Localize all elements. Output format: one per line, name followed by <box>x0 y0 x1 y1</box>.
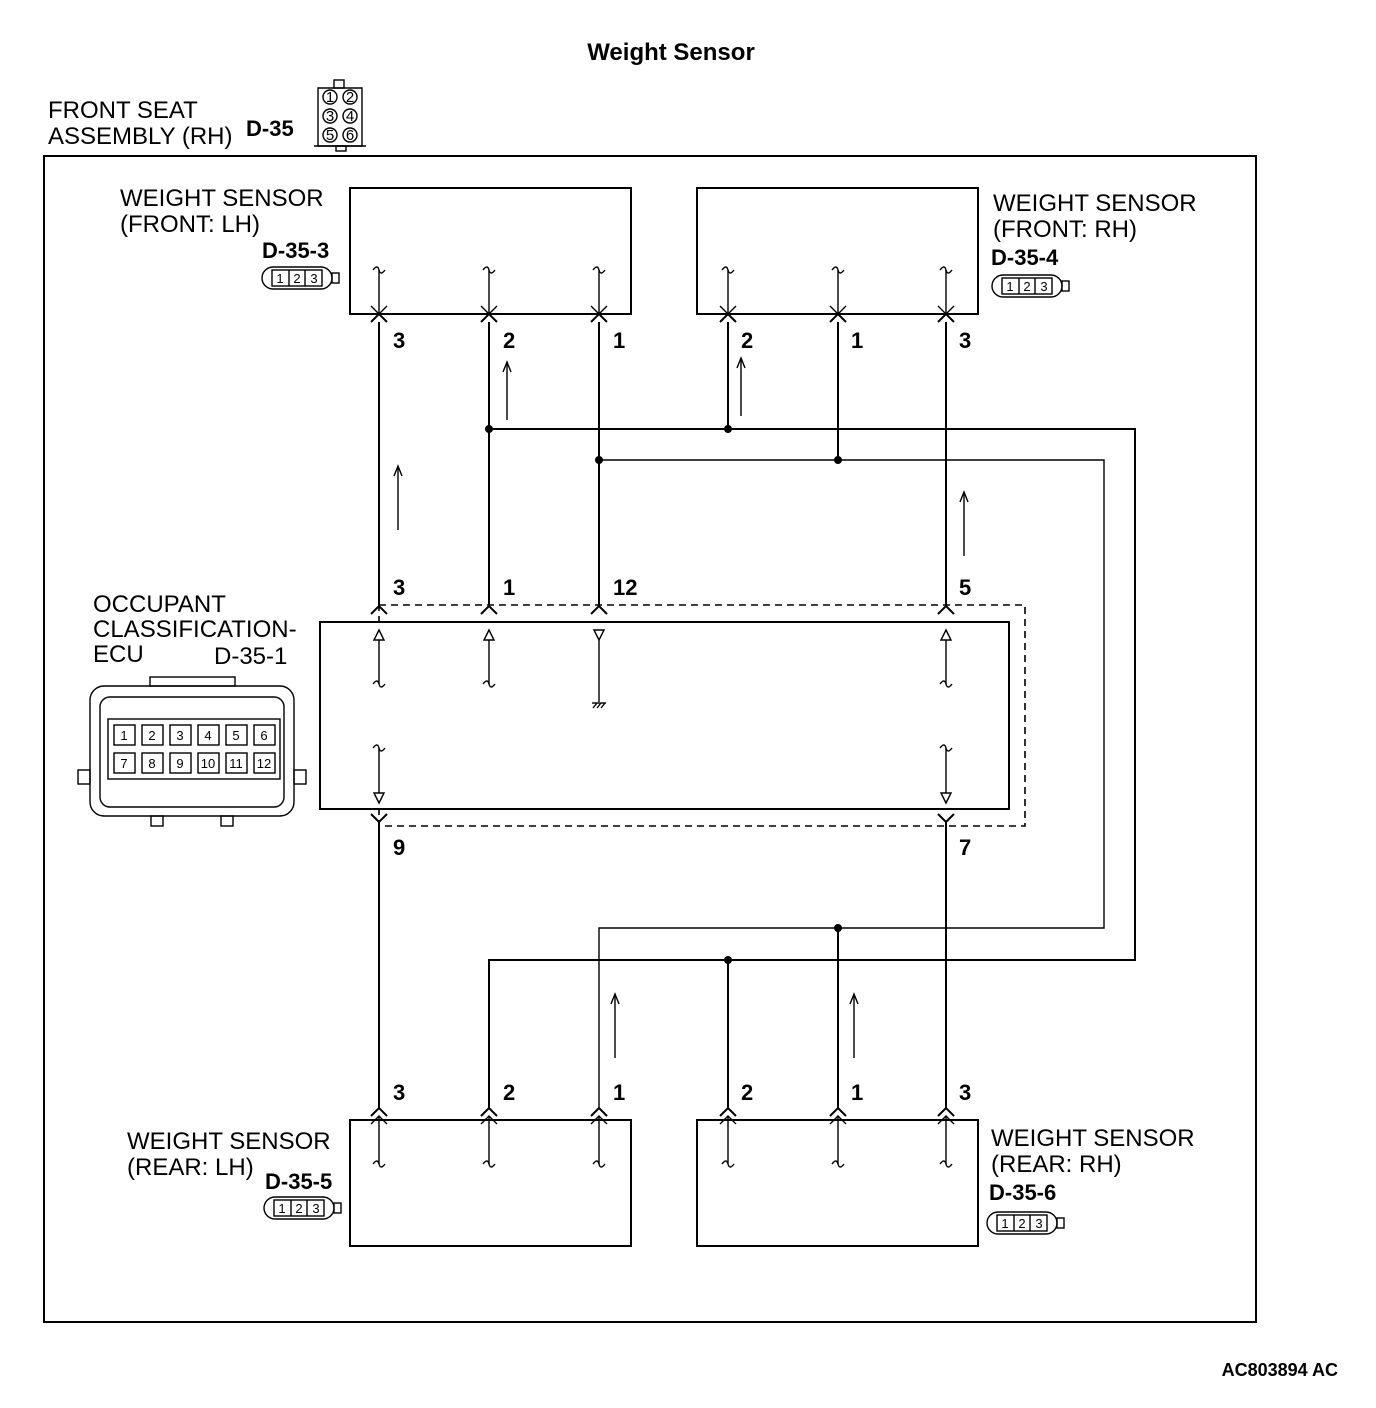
svg-text:12: 12 <box>257 756 271 771</box>
pin-label: 7 <box>959 835 971 860</box>
assembly-frame <box>43 155 1257 1323</box>
svg-text:4: 4 <box>204 728 211 743</box>
sensor-front-rh-label-1: WEIGHT SENSOR <box>993 190 1197 217</box>
svg-text:3: 3 <box>176 728 183 743</box>
pin-label: 3 <box>393 575 405 600</box>
sensor-rear-lh <box>349 1106 632 1247</box>
assembly-code: D-35 <box>246 116 294 141</box>
sensor-front-lh <box>349 187 632 323</box>
sensor-rear-lh-label-2: (REAR: LH) <box>127 1154 254 1181</box>
ecu-label-2: CLASSIFICATION- <box>93 616 297 643</box>
figure-reference: AC803894 AC <box>1222 1360 1338 1380</box>
ecu-block <box>319 604 1026 827</box>
sensor-front-lh-label-2: (FRONT: LH) <box>120 211 260 238</box>
assembly-pin: 2 <box>346 89 354 106</box>
svg-text:2: 2 <box>295 1201 302 1216</box>
svg-text:1: 1 <box>1001 1216 1008 1231</box>
pin-label: 1 <box>613 1080 625 1105</box>
sensor-front-lh-code: D-35-3 <box>262 238 329 263</box>
wires <box>378 322 1136 1108</box>
pin-label: 12 <box>613 575 637 600</box>
svg-text:6: 6 <box>260 728 267 743</box>
svg-text:1: 1 <box>276 271 283 286</box>
svg-text:5: 5 <box>232 728 239 743</box>
svg-text:2: 2 <box>1018 1216 1025 1231</box>
assembly-label-line1: FRONT SEAT <box>48 97 198 124</box>
svg-text:2: 2 <box>148 728 155 743</box>
sensor-rear-rh <box>696 1106 979 1247</box>
sensor-rear-lh-code: D-35-5 <box>265 1169 332 1194</box>
svg-text:1: 1 <box>278 1201 285 1216</box>
assembly-label-line2: ASSEMBLY (RH) <box>48 123 233 150</box>
pin-label: 5 <box>959 575 971 600</box>
pin-label: 2 <box>741 1080 753 1105</box>
svg-text:9: 9 <box>176 756 183 771</box>
svg-text:3: 3 <box>1040 279 1047 294</box>
ecu-label-1: OCCUPANT <box>93 591 226 618</box>
sensor-rear-lh-connector-icon: 1 2 3 <box>263 1196 342 1220</box>
pin-label: 1 <box>851 1080 863 1105</box>
svg-text:2: 2 <box>1023 279 1030 294</box>
ecu-label-3: ECU <box>93 641 144 668</box>
pin-label: 3 <box>393 1080 405 1105</box>
pin-label: 3 <box>959 1080 971 1105</box>
pin-label: 2 <box>503 1080 515 1105</box>
pin-label: 1 <box>503 575 515 600</box>
diagram-title: Weight Sensor <box>587 39 755 66</box>
assembly-pin: 3 <box>326 108 334 125</box>
svg-text:8: 8 <box>148 756 155 771</box>
sensor-front-rh-connector-icon: 1 2 3 <box>991 274 1070 298</box>
pin-label: 3 <box>393 328 405 353</box>
sensor-rear-lh-label-1: WEIGHT SENSOR <box>127 1128 331 1155</box>
svg-text:3: 3 <box>1035 1216 1042 1231</box>
sensor-front-rh-label-2: (FRONT: RH) <box>993 216 1137 243</box>
direction-arrows <box>393 356 969 1058</box>
pin-label: 9 <box>393 835 405 860</box>
svg-text:3: 3 <box>310 271 317 286</box>
ecu-code: D-35-1 <box>214 643 287 670</box>
sensor-front-rh <box>696 187 979 323</box>
svg-text:2: 2 <box>293 271 300 286</box>
sensor-rear-rh-connector-icon: 1 2 3 <box>986 1211 1065 1235</box>
sensor-rear-rh-label-1: WEIGHT SENSOR <box>991 1125 1195 1152</box>
pin-label: 2 <box>741 328 753 353</box>
sensor-front-rh-code: D-35-4 <box>991 245 1059 270</box>
svg-text:1: 1 <box>1006 279 1013 294</box>
sensor-rear-rh-code: D-35-6 <box>989 1180 1056 1205</box>
assembly-pin: 5 <box>326 127 334 144</box>
pin-label: 1 <box>613 328 625 353</box>
assembly-pin: 1 <box>326 89 334 106</box>
sensor-rear-rh-label-2: (REAR: RH) <box>991 1151 1122 1178</box>
svg-text:1: 1 <box>120 728 127 743</box>
sensor-front-lh-label-1: WEIGHT SENSOR <box>120 185 324 212</box>
svg-text:11: 11 <box>229 756 243 771</box>
svg-text:10: 10 <box>201 756 215 771</box>
pin-label: 3 <box>959 328 971 353</box>
sensor-front-lh-connector-icon: 1 2 3 <box>261 266 340 290</box>
svg-text:3: 3 <box>312 1201 319 1216</box>
assembly-connector-icon: 1 2 3 4 5 6 <box>314 79 366 152</box>
pin-label: 1 <box>851 328 863 353</box>
assembly-pin: 6 <box>346 127 354 144</box>
svg-text:7: 7 <box>120 756 127 771</box>
ecu-connector-icon: 1 2 3 4 5 6 7 8 9 10 11 12 <box>77 676 307 827</box>
assembly-pin: 4 <box>346 108 354 125</box>
pin-label: 2 <box>503 328 515 353</box>
